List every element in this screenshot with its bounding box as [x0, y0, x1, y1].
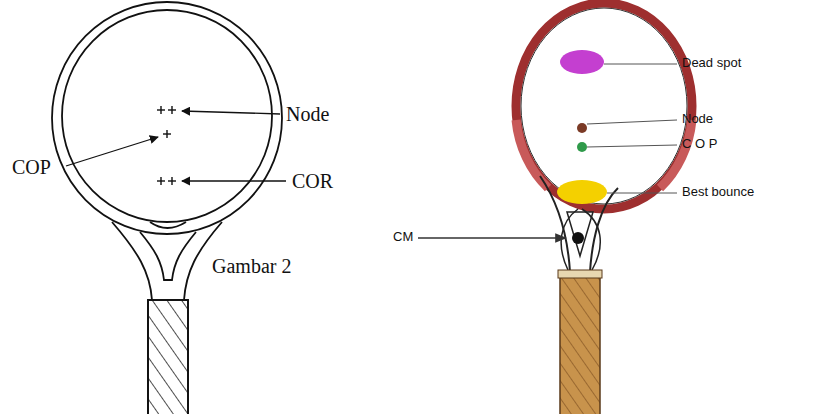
part-label: COR	[292, 170, 333, 192]
part-label: COP	[12, 156, 51, 178]
part-label: Node	[286, 103, 329, 125]
left-marks	[157, 106, 176, 185]
part-label: Node	[682, 112, 713, 126]
left-leaders	[66, 111, 286, 181]
left-racket	[52, 2, 282, 414]
part-label: CM	[393, 230, 413, 244]
figure-caption: Gambar 2	[212, 255, 291, 277]
right-racket	[516, 3, 692, 414]
right-leaders	[418, 64, 677, 238]
part-label: Best bounce	[682, 185, 754, 199]
part-label: Dead spot	[682, 56, 741, 70]
part-label: C O P	[682, 137, 717, 151]
